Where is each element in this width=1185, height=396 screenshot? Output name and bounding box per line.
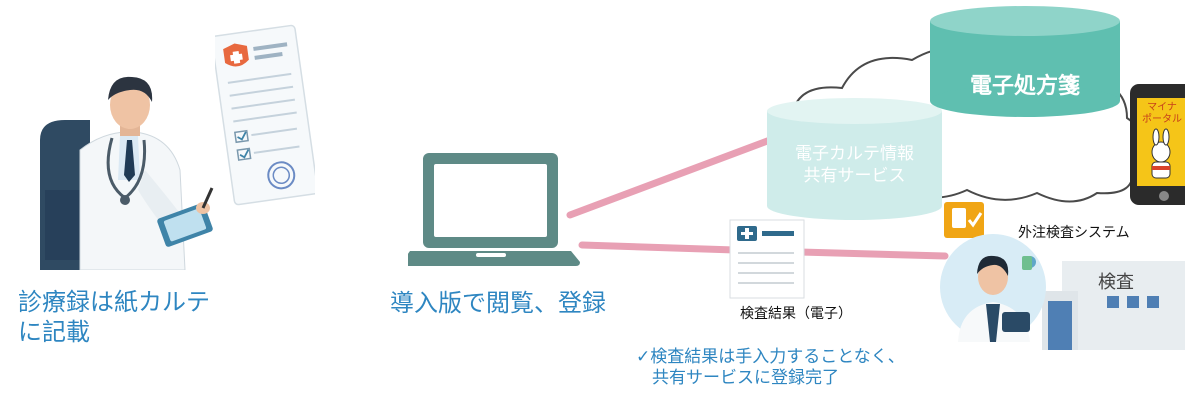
smartphone-icon: [1130, 84, 1185, 205]
emr-sharing-label: 電子カルテ情報 共有サービス: [762, 143, 947, 187]
test-result-caption: 検査結果（電子）: [740, 306, 852, 322]
paper-records-caption: 診療録は紙カルテ に記載: [18, 288, 210, 346]
integration-note-line1: ✓検査結果は手入力することなく、: [636, 347, 905, 367]
emr-sharing-label-line2: 共有サービス: [803, 166, 906, 186]
link-laptop-to-emr-sharing: [566, 136, 774, 219]
integration-note-line2: 共有サービスに登録完了: [652, 368, 839, 388]
lab-building-label: 検査: [1098, 272, 1134, 293]
myna-portal-label: マイナ ポータル: [1137, 102, 1185, 126]
myna-portal-label-line2: ポータル: [1142, 114, 1182, 125]
link-laptop-to-test-result: [578, 241, 739, 254]
myna-portal-label-line1: マイナ: [1147, 102, 1177, 113]
integration-note: ✓検査結果は手入力することなく、 共有サービスに登録完了: [636, 347, 905, 389]
laptop-icon: [408, 153, 580, 266]
doctor-illustration: [40, 76, 214, 270]
lab-building-icon: [1042, 261, 1185, 350]
emr-sharing-label-line1: 電子カルテ情報: [795, 144, 914, 164]
e-prescription-label: 電子処方箋: [969, 74, 1080, 99]
emr-sharing-database-icon: [767, 98, 942, 220]
outsourced-lab-system-caption: 外注検査システム: [1018, 225, 1130, 241]
paper-chart-document-icon: [215, 24, 315, 206]
lab-worker-icon: [940, 234, 1046, 342]
test-result-document-icon: [729, 219, 805, 299]
link-test-result-to-lab: [796, 248, 949, 260]
e-prescription-database-icon: [930, 6, 1120, 117]
laptop-caption: 導入版で閲覧、登録: [390, 289, 606, 317]
lab-data-icon: [944, 202, 984, 238]
